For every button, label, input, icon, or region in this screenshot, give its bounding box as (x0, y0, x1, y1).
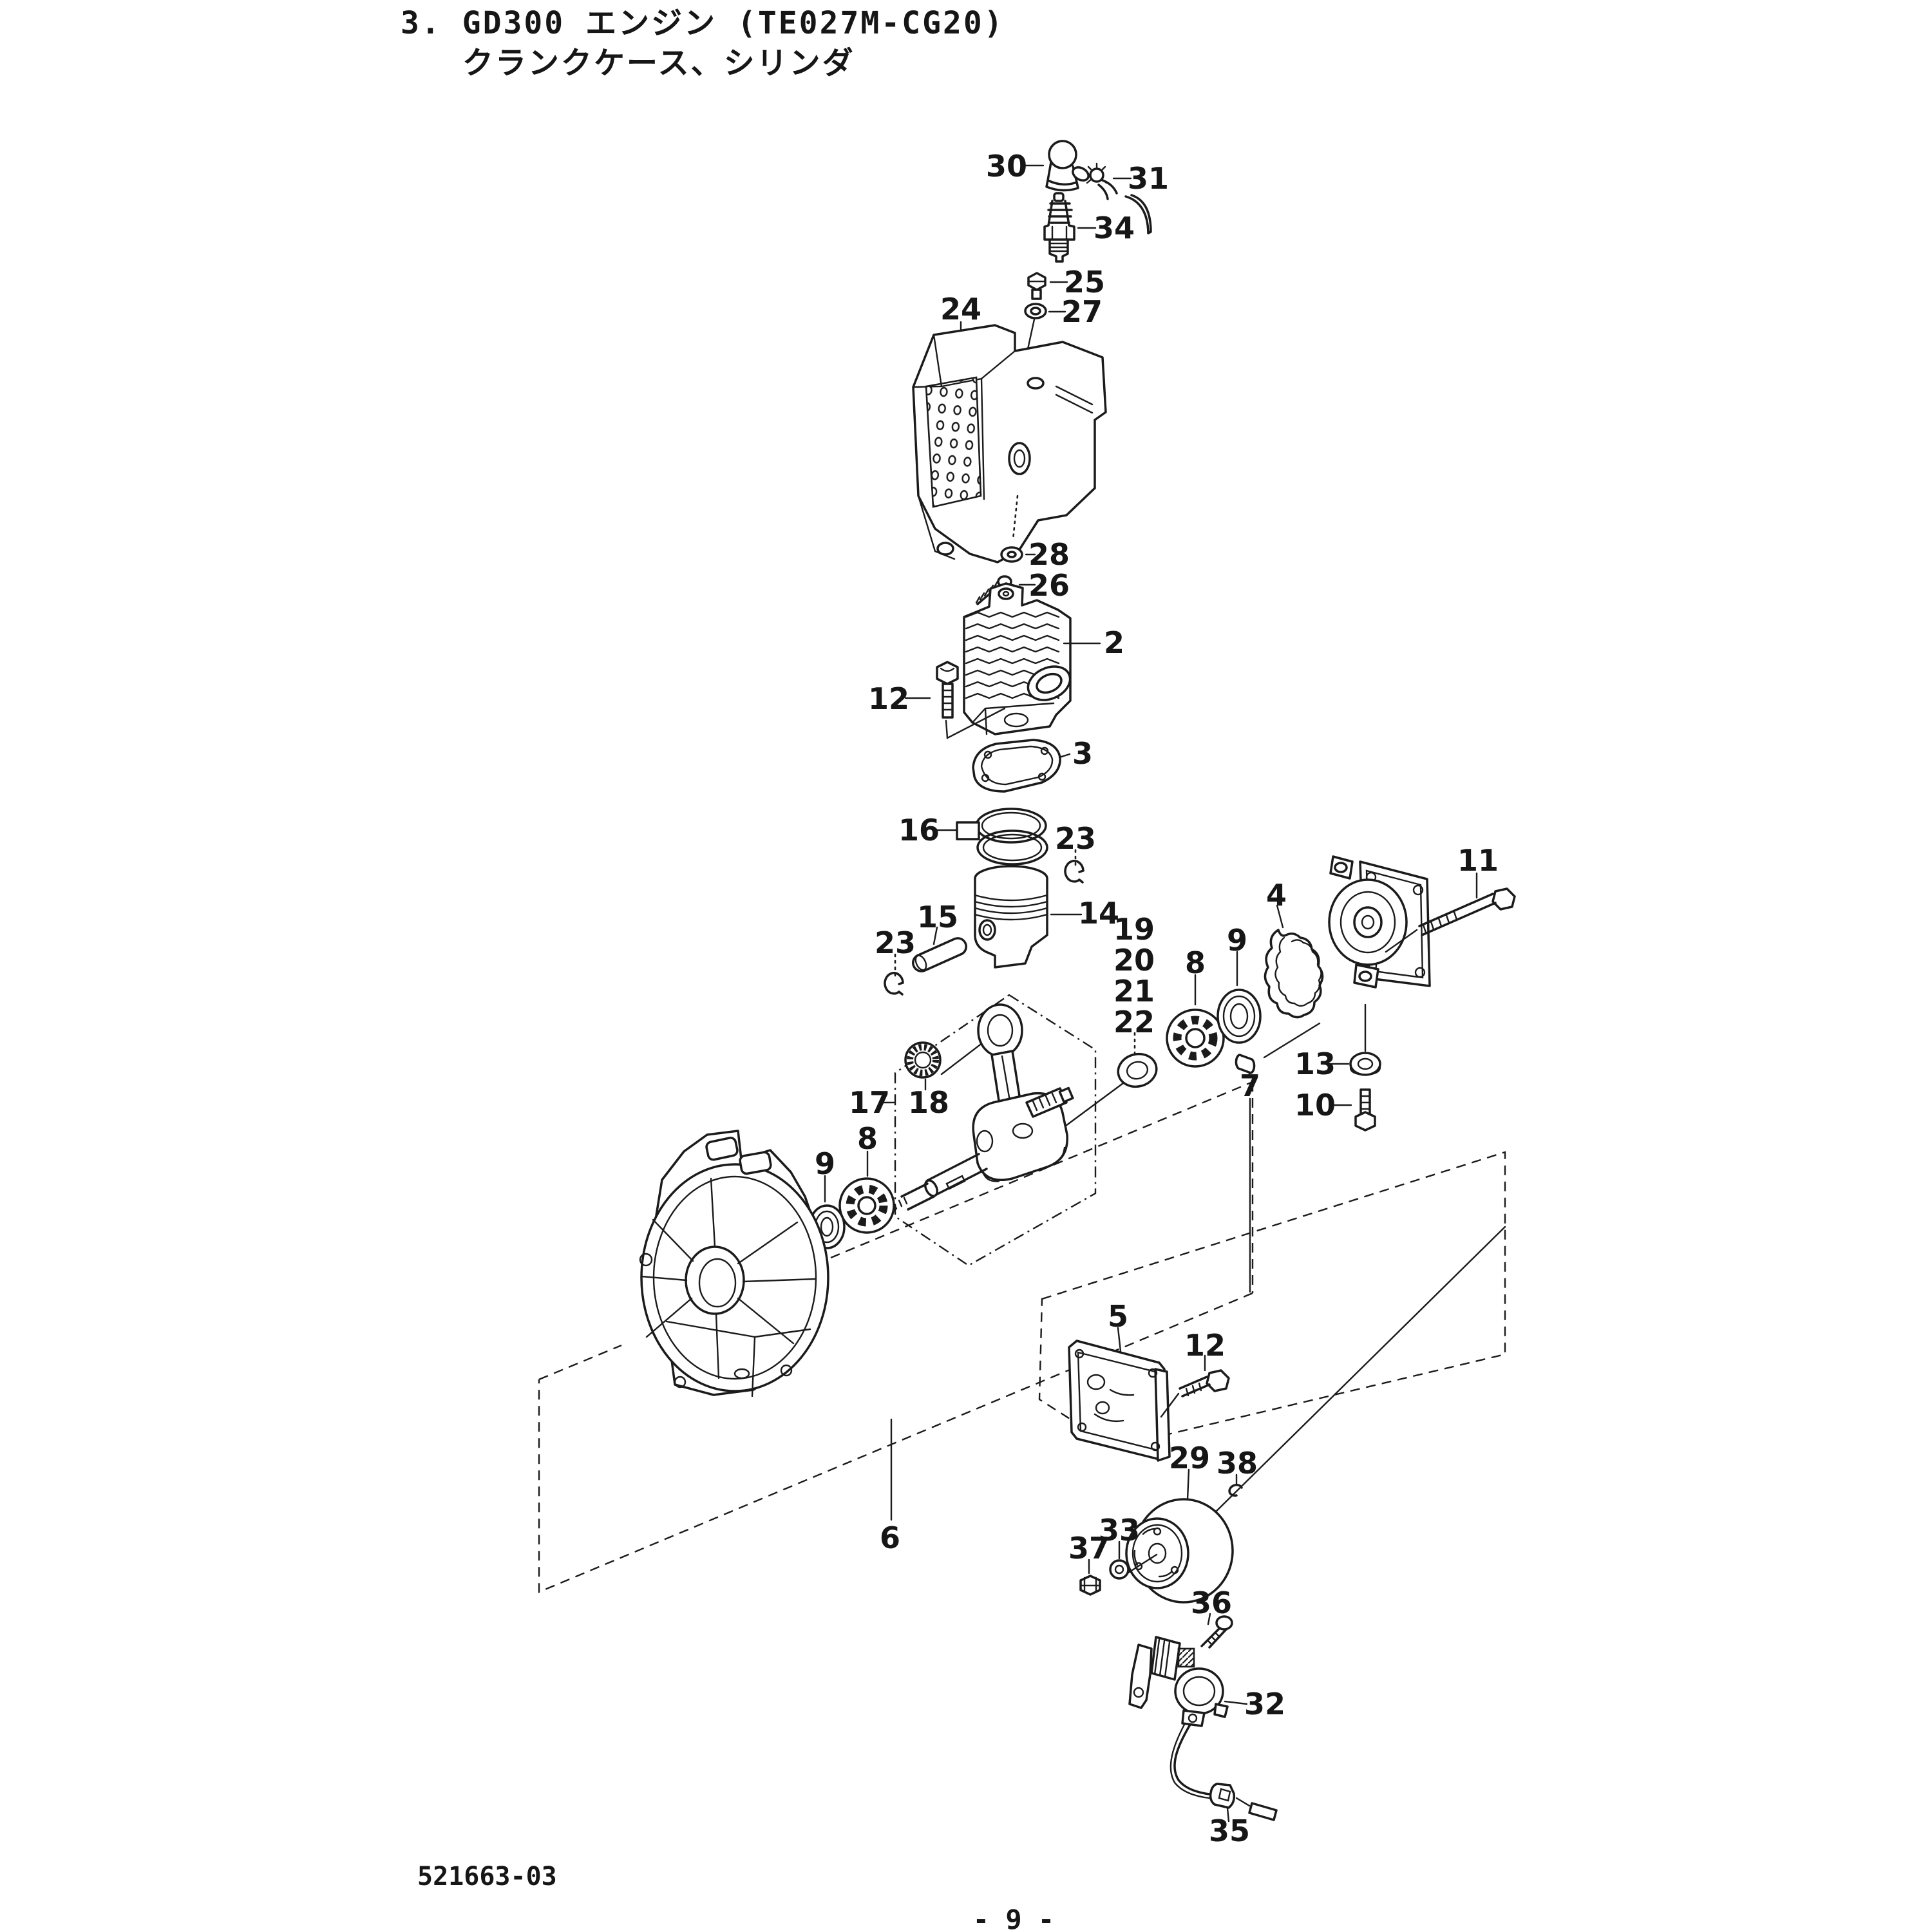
piston (974, 865, 1083, 969)
callout-30: 30 (986, 149, 1027, 184)
washer-28 (1000, 546, 1036, 563)
bolt-25 (1027, 272, 1068, 300)
crankshaft (879, 1003, 1074, 1213)
coil-wire (1170, 1722, 1218, 1800)
callout-28: 28 (1028, 537, 1070, 572)
callout-17: 17 (849, 1085, 890, 1120)
doc-number: 521663-03 (417, 1862, 557, 1891)
callout-36: 36 (1191, 1586, 1232, 1620)
plug-terminal (1086, 162, 1132, 200)
callout-12: 12 (868, 681, 909, 716)
fan-cover (639, 1130, 893, 1521)
thrust-washer-22 (1117, 1032, 1158, 1088)
callout-5: 5 (1108, 1299, 1128, 1334)
callout-15: 15 (917, 900, 958, 934)
ball-bearing-right (1166, 974, 1225, 1068)
bolt-36 (1200, 1613, 1233, 1649)
washer-27 (1024, 303, 1066, 362)
bolt-10 (1331, 1088, 1376, 1132)
bolt-12-upper (904, 661, 1006, 739)
cylinder (963, 582, 1101, 735)
callout-25: 25 (1064, 265, 1105, 299)
callout-8: 8 (1185, 945, 1206, 980)
callout-2: 2 (1104, 625, 1124, 660)
callout-23: 23 (1055, 821, 1096, 856)
needle-bearing (904, 1041, 942, 1091)
page-title-line2: クランクケース、シリンダ (462, 45, 855, 81)
clip-38 (1228, 1473, 1243, 1497)
oil-seal-right (1217, 951, 1262, 1044)
nut-37 (1079, 1558, 1101, 1596)
callout-38: 38 (1217, 1446, 1258, 1481)
cylinder-cover (912, 321, 1107, 564)
page-title-line1: 3. GD300 エンジン (TE027M-CG20) (401, 5, 1005, 41)
callout-8: 8 (857, 1121, 878, 1156)
callout-22: 22 (1113, 1005, 1155, 1039)
callout-19: 19 (1113, 912, 1155, 947)
spark-plug-cap (1021, 140, 1090, 192)
callout-34: 34 (1094, 211, 1135, 245)
washer-13 (1331, 1052, 1381, 1076)
ball-bearing-left (838, 1150, 895, 1234)
callout-27: 27 (1061, 294, 1103, 329)
crankcase-half (1328, 855, 1431, 1052)
callout-32: 32 (1244, 1687, 1285, 1721)
callout-23: 23 (875, 925, 916, 960)
bolt-11 (1385, 872, 1516, 953)
callout-14: 14 (1078, 896, 1119, 931)
flywheel (1125, 1468, 1234, 1604)
callout-11: 11 (1457, 843, 1499, 878)
callout-26: 26 (1028, 568, 1070, 603)
bolt-12-lower (1160, 1354, 1230, 1418)
reed-plate (1068, 1327, 1171, 1462)
callout-31: 31 (1128, 161, 1169, 196)
callout-4: 4 (1266, 878, 1287, 913)
callout-29: 29 (1169, 1441, 1210, 1475)
dowel-pin-7 (1235, 1054, 1256, 1293)
callout-7: 7 (1240, 1068, 1260, 1103)
callout-9: 9 (1227, 923, 1247, 958)
callout-13: 13 (1294, 1046, 1336, 1081)
callout-35: 35 (1209, 1814, 1250, 1848)
cylinder-gasket (972, 739, 1071, 793)
callout-10: 10 (1294, 1088, 1336, 1122)
callout-16: 16 (898, 813, 940, 848)
callout-24: 24 (940, 292, 981, 327)
crankshaft-group-box (894, 994, 1097, 1267)
callout-21: 21 (1113, 974, 1155, 1009)
callout-20: 20 (1113, 943, 1155, 978)
callout-37: 37 (1068, 1531, 1110, 1566)
piston-rings (934, 808, 1048, 866)
piston-pin (912, 926, 967, 972)
spark-plug (1043, 192, 1097, 263)
grommet-35 (1209, 1783, 1278, 1823)
callout-33: 33 (1099, 1513, 1140, 1548)
washer-33 (1109, 1540, 1158, 1580)
callout-12: 12 (1184, 1328, 1226, 1363)
breather-tube (1124, 194, 1152, 234)
callout-6: 6 (880, 1520, 900, 1555)
reed-valve-group-box (1038, 1151, 1506, 1448)
page-number: - 9 - (973, 1904, 1054, 1932)
crankcase-gasket (1264, 904, 1324, 1019)
pin-clip-left (884, 953, 904, 996)
callout-9: 9 (815, 1146, 835, 1181)
ignition-coil (1128, 1636, 1248, 1727)
callout-3: 3 (1072, 736, 1093, 771)
pin-clip-upper (1064, 849, 1084, 884)
callout-18: 18 (908, 1085, 949, 1120)
